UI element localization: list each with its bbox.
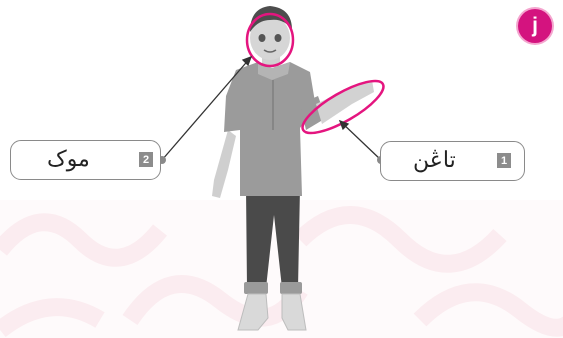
connector-hand <box>340 121 385 164</box>
badge-letter: j <box>532 15 538 36</box>
boy-figure <box>212 6 374 330</box>
label-face: موک 2 <box>10 140 161 180</box>
label-hand-number: 1 <box>497 153 511 168</box>
section-badge: j <box>518 9 552 43</box>
label-face-number: 2 <box>139 152 153 167</box>
label-hand-word: تاڠن <box>413 148 456 173</box>
label-hand: تاڠن 1 <box>380 141 525 181</box>
label-face-word: موک <box>47 147 90 172</box>
